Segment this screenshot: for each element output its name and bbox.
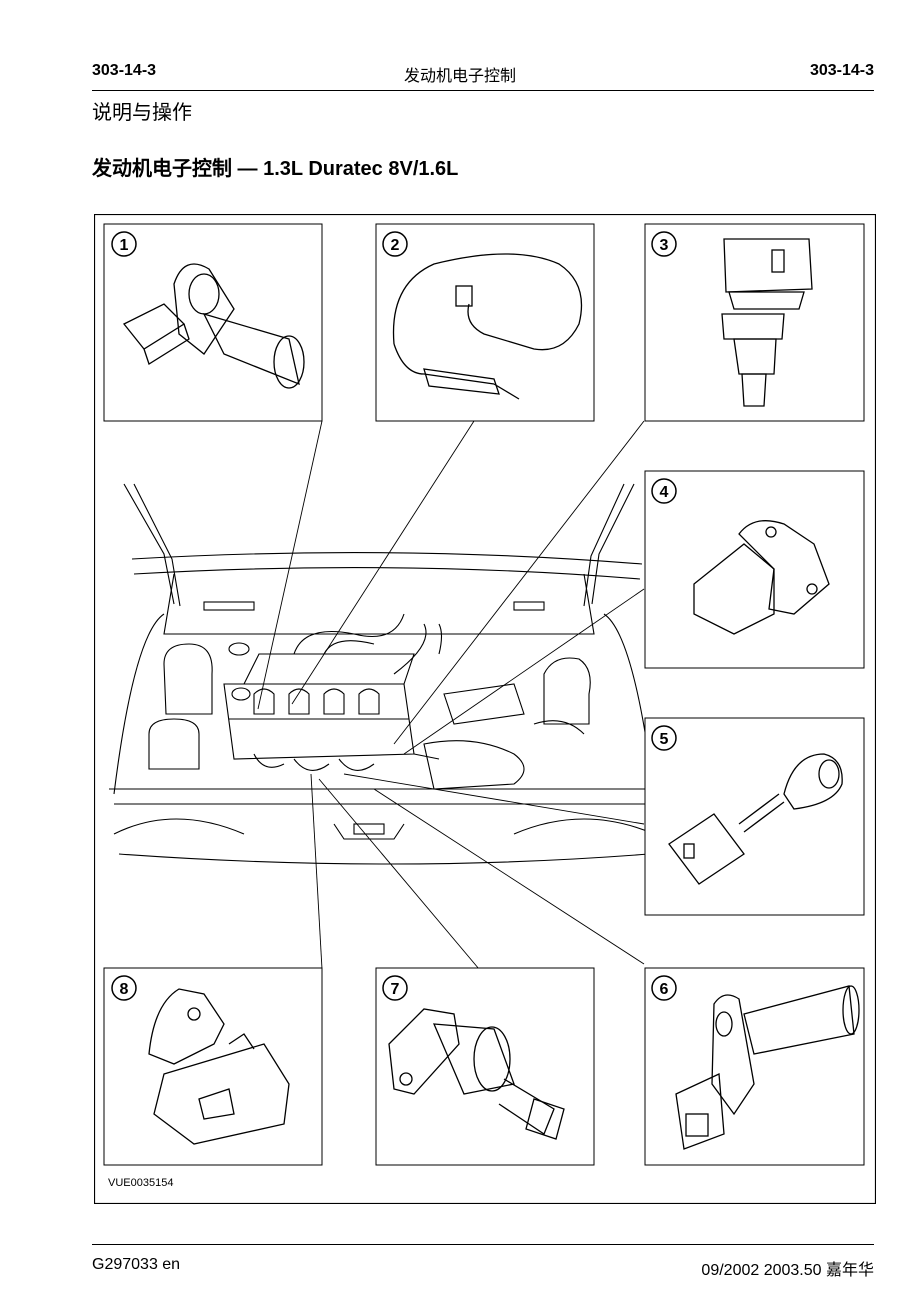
section-heading: 说明与操作 — [92, 102, 192, 124]
component-box-5: 5 — [644, 717, 865, 916]
knock-sensor-drawing — [668, 753, 843, 885]
callout-7: 7 — [391, 981, 400, 998]
component-box-3: 3 — [644, 223, 865, 422]
component-box-7: 7 — [375, 967, 595, 1166]
callout-6: 6 — [660, 981, 669, 998]
callout-2: 2 — [391, 237, 400, 254]
crankshaft-sensor-drawing — [122, 263, 305, 389]
header-divider — [92, 90, 874, 91]
callout-3: 3 — [660, 237, 669, 254]
callout-4: 4 — [660, 484, 669, 501]
map-sensor-drawing — [693, 520, 830, 635]
idle-air-control-valve-drawing — [388, 1008, 565, 1140]
header-title: 发动机电子控制 — [403, 68, 516, 85]
figure-reference-id: VUE0035154 — [108, 1177, 173, 1189]
callout-8: 8 — [120, 981, 129, 998]
oxygen-sensor-drawing — [392, 253, 583, 400]
footer-doc-id: G297033 en — [92, 1256, 181, 1273]
component-box-8: 8 — [103, 967, 323, 1166]
callout-5: 5 — [660, 731, 669, 748]
component-location-figure: 1 2 3 — [94, 214, 876, 1204]
throttle-position-sensor-drawing — [148, 988, 290, 1145]
callout-1: 1 — [120, 237, 129, 254]
component-box-2: 2 — [375, 223, 595, 422]
camshaft-sensor-drawing — [675, 985, 860, 1150]
component-box-1: 1 — [103, 223, 323, 422]
component-box-4: 4 — [644, 470, 865, 669]
header-code-right: 303-14-3 — [809, 62, 874, 79]
component-box-6: 6 — [644, 967, 865, 1166]
page-title: 发动机电子控制 — 1.3L Duratec 8V/1.6L — [92, 158, 459, 180]
engine-bay-illustration — [109, 483, 664, 865]
header-code-left: 303-14-3 — [92, 62, 157, 79]
leader-lines — [257, 420, 645, 970]
coolant-temp-sensor-drawing — [721, 238, 813, 407]
footer-date-info: 09/2002 2003.50 嘉年华 — [701, 1262, 874, 1279]
footer-divider — [92, 1244, 874, 1245]
